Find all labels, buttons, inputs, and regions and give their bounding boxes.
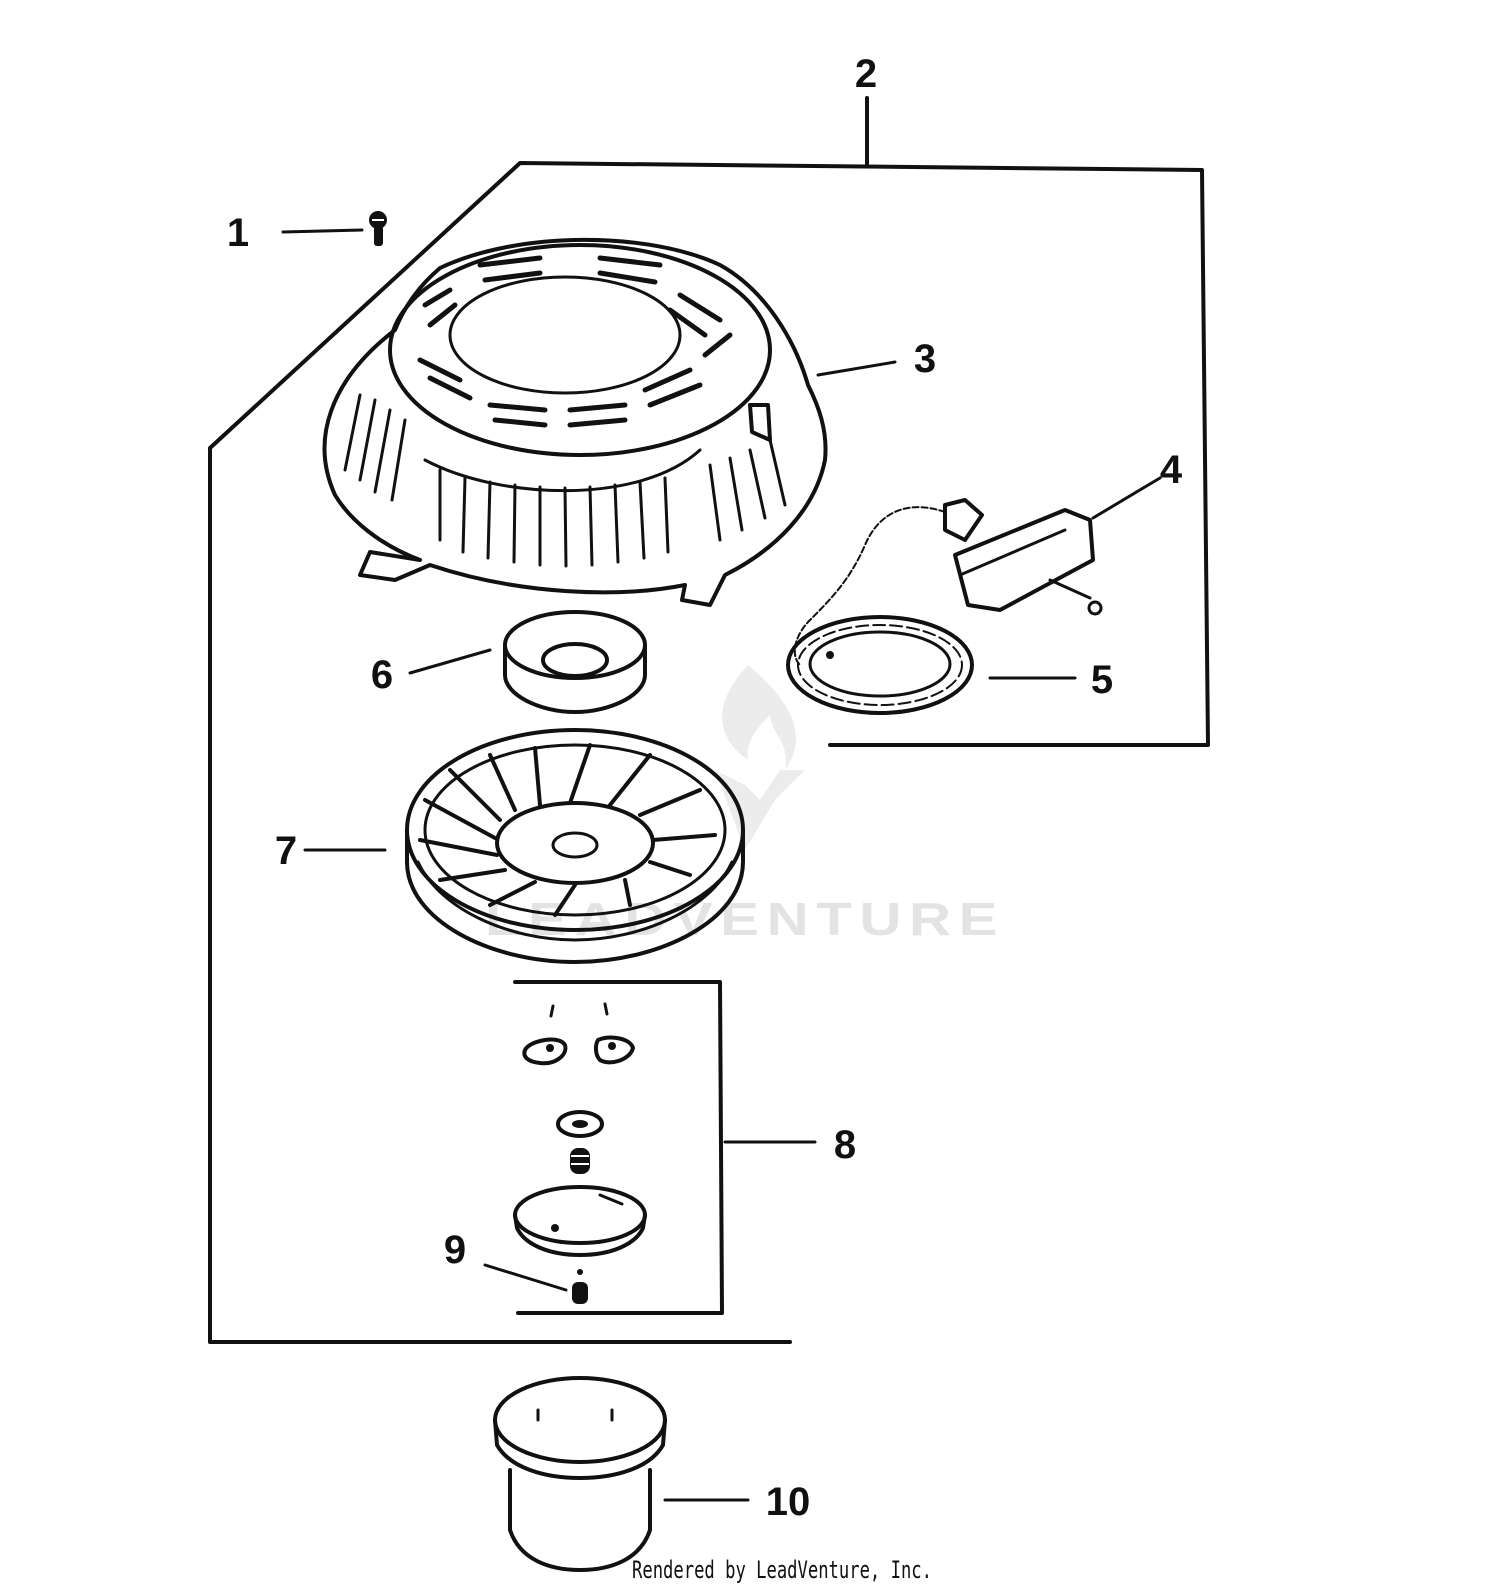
leader-lines xyxy=(281,228,1162,1502)
callout-1: 1 xyxy=(227,211,249,255)
part-3-starter-housing xyxy=(322,237,828,607)
part-8-pawl-kit xyxy=(513,1002,647,1257)
logo-chevron-icon xyxy=(715,770,805,850)
callout-9: 9 xyxy=(444,1228,466,1272)
flame-logo-icon xyxy=(722,665,796,770)
part-7-pulley xyxy=(405,728,745,964)
part-9-retainer-screw xyxy=(572,1269,588,1304)
part-5-rewind-spring xyxy=(786,615,974,715)
callout-5: 5 xyxy=(1091,658,1113,702)
callout-6: 6 xyxy=(371,653,393,697)
render-credit: Rendered by LeadVenture, Inc. xyxy=(632,1556,932,1584)
assembly-bracket-2 xyxy=(208,96,1210,1344)
callout-8: 8 xyxy=(834,1123,856,1167)
watermark-brand: LEADVENTURE xyxy=(485,893,1005,945)
part-6-washer xyxy=(503,610,647,714)
callouts: 1 2 3 4 5 6 7 8 9 10 xyxy=(227,52,1183,1524)
callout-7: 7 xyxy=(275,829,297,873)
callout-2: 2 xyxy=(855,52,877,96)
assembly-bracket-8 xyxy=(513,980,724,1315)
callout-4: 4 xyxy=(1160,448,1183,492)
watermark: LEADVENTURE xyxy=(485,665,1005,945)
callout-10: 10 xyxy=(766,1480,811,1524)
callout-3: 3 xyxy=(914,337,936,381)
part-1-screw xyxy=(369,211,387,246)
part-4-starter-handle xyxy=(793,498,1103,666)
part-10-starter-cup xyxy=(493,1376,667,1572)
